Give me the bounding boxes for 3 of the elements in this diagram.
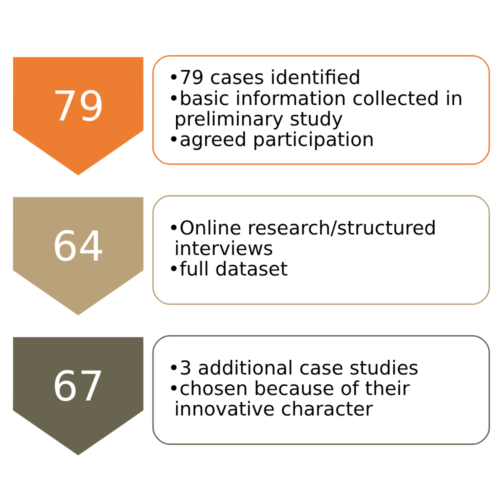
node-box: •3 additional case studies •chosen because of their innovative character [152, 335, 490, 445]
node-box: •79 cases identified •basic information collected in preliminary study •agreed participation [152, 55, 490, 165]
node-box: •Online research/structured interviews •full dataset [152, 195, 490, 305]
